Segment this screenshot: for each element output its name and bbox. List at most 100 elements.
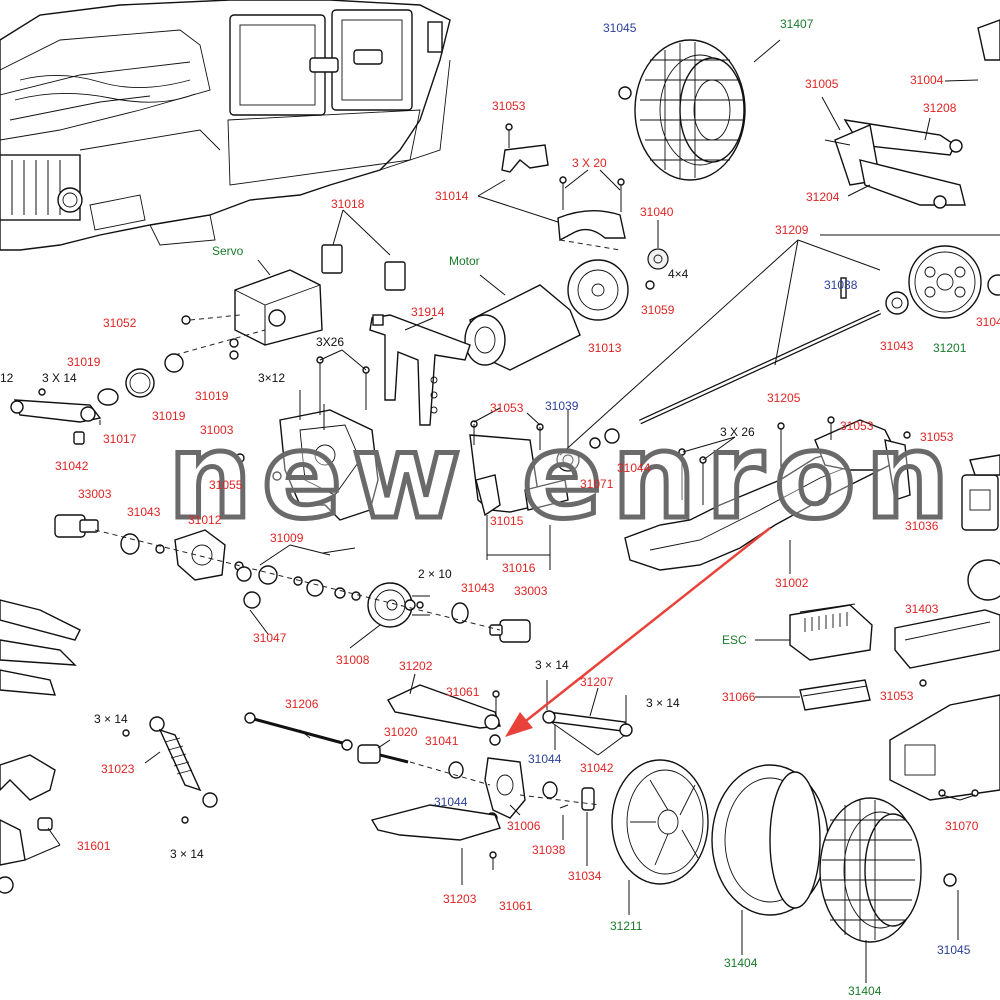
motor-mount-assembly <box>464 123 669 371</box>
callout-31053b: 31053 <box>490 401 524 415</box>
callout-3x14e: 3 × 14 <box>170 847 204 861</box>
battery-mount-center <box>469 420 580 570</box>
leader-lines <box>24 39 1000 983</box>
steering-linkage <box>10 353 184 445</box>
shock-absorber-31023 <box>122 716 218 824</box>
callout-31044a: 31044 <box>617 461 651 475</box>
callout-31005: 31005 <box>805 77 839 91</box>
callout-33003b: 33003 <box>514 584 548 598</box>
callout-31070: 31070 <box>945 819 979 833</box>
callout-31061a: 31061 <box>446 685 480 699</box>
callout-31601: 31601 <box>77 839 111 853</box>
label-esc: ESC <box>722 633 747 647</box>
grille <box>0 154 83 221</box>
callout-3x20: 3 X 20 <box>572 156 607 170</box>
callout-31042b: 31042 <box>580 761 614 775</box>
callout-31209: 31209 <box>775 223 809 237</box>
callout-3104x: 3104 <box>976 315 1000 329</box>
callout-31019c: 31019 <box>152 409 186 423</box>
callout-31012: 31012 <box>188 513 222 527</box>
callout-31207: 31207 <box>580 675 614 689</box>
callout-31043b: 31043 <box>127 505 161 519</box>
callout-31015: 31015 <box>490 514 524 528</box>
servo-assembly <box>174 244 406 360</box>
callout-31066: 31066 <box>722 690 756 704</box>
callout-31407: 31407 <box>780 17 814 31</box>
callout-3x26a: 3X26 <box>316 335 344 349</box>
shock-tower-31914 <box>369 314 471 426</box>
callout-31053a: 31053 <box>492 99 526 113</box>
switch-31036 <box>961 454 1000 531</box>
truck-body-shell <box>0 0 451 251</box>
driveshaft-31205 <box>589 309 882 449</box>
callout-31045b: 31045 <box>937 943 971 957</box>
callout-31002: 31002 <box>775 576 809 590</box>
callout-31404a: 31404 <box>724 956 758 970</box>
callout-31053e: 31053 <box>880 689 914 703</box>
callout-31034: 31034 <box>568 869 602 883</box>
battery-tray-31403 <box>889 559 1000 801</box>
callout-31003: 31003 <box>200 423 234 437</box>
callout-31043c: 31043 <box>461 581 495 595</box>
callout-3x14b: 3 × 14 <box>535 658 569 672</box>
callout-31019a: 31019 <box>67 355 101 369</box>
callout-31018: 31018 <box>331 197 365 211</box>
callout-3x14a: 3 X 14 <box>42 371 77 385</box>
main-chassis-31002 <box>624 416 911 571</box>
spur-gear-31201 <box>840 245 1000 319</box>
tire-31407 <box>618 39 746 181</box>
callout-31017: 31017 <box>103 432 137 446</box>
front-arms-left <box>0 599 81 894</box>
label-motor: Motor <box>449 254 480 268</box>
callout-31208: 31208 <box>923 101 957 115</box>
callout-31043a: 31043 <box>880 339 914 353</box>
callout-31201: 31201 <box>933 341 967 355</box>
callout-31016: 31016 <box>502 561 536 575</box>
callout-31047: 31047 <box>253 631 287 645</box>
rear-suspension-arms <box>824 19 1000 209</box>
callout-31053d: 31053 <box>920 430 954 444</box>
callout-31206: 31206 <box>285 697 319 711</box>
callout-31009: 31009 <box>270 531 304 545</box>
tire-31404 <box>819 797 957 943</box>
callout-31036: 31036 <box>905 519 939 533</box>
callout-31004: 31004 <box>910 73 944 87</box>
callout-31023: 31023 <box>101 762 135 776</box>
wheel-31211 <box>611 759 709 885</box>
callout-31053c: 31053 <box>840 419 874 433</box>
callout-31055: 31055 <box>209 478 243 492</box>
tire-insert-31404 <box>711 764 829 916</box>
callout-31008: 31008 <box>336 653 370 667</box>
callout-31020: 31020 <box>384 725 418 739</box>
callout-3x26b: 3 X 26 <box>720 425 755 439</box>
callout-31042a: 31042 <box>55 459 89 473</box>
callout-31006: 31006 <box>507 819 541 833</box>
callout-31071: 31071 <box>580 477 614 491</box>
highlight-arrow <box>505 527 771 737</box>
motor <box>464 284 581 371</box>
callout-31019b: 31019 <box>195 389 229 403</box>
callout-31203: 31203 <box>443 892 477 906</box>
callout-31404b: 31404 <box>848 984 882 998</box>
callout-31044b: 31044 <box>528 752 562 766</box>
callout-31044c: 31044 <box>434 795 468 809</box>
callout-31013: 31013 <box>588 341 622 355</box>
callout-3x12b: 3×12 <box>258 371 285 385</box>
callout-31014: 31014 <box>435 189 469 203</box>
callout-3x14c: 3 × 14 <box>646 696 680 710</box>
callout-31040: 31040 <box>640 205 674 219</box>
callout-31204: 31204 <box>806 190 840 204</box>
callout-31202: 31202 <box>399 659 433 673</box>
front-bulkhead-31003 <box>235 356 379 521</box>
callout-31045a: 31045 <box>603 21 637 35</box>
part-callouts: 31045 31407 31004 31005 31208 31204 31053 3 X 2… <box>0 17 1000 998</box>
callout-31038a: 31038 <box>824 278 858 292</box>
callout-31061b: 31061 <box>499 899 533 913</box>
callout-3x12a: 12 <box>0 371 14 385</box>
watermark: new enron <box>168 407 959 545</box>
callout-33003a: 33003 <box>78 487 112 501</box>
callout-31914: 31914 <box>411 305 445 319</box>
callout-3x14d: 3 × 14 <box>94 712 128 726</box>
callout-31041: 31041 <box>425 734 459 748</box>
